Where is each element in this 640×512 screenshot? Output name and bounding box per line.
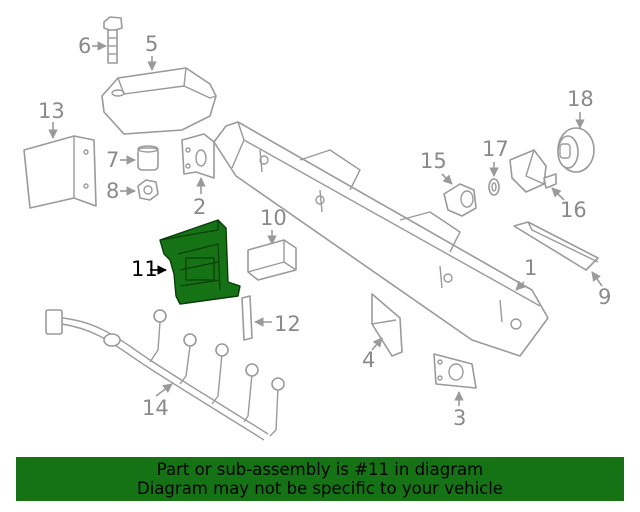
callout-7: 7 xyxy=(106,148,119,172)
part-3-mount xyxy=(433,353,477,389)
callout-10: 10 xyxy=(260,206,287,230)
callout-13: 13 xyxy=(38,99,65,123)
callout-1: 1 xyxy=(524,256,537,280)
part-2-bracket xyxy=(181,133,215,179)
part-13-panel xyxy=(23,135,97,209)
callout-2: 2 xyxy=(193,195,206,219)
callout-8: 8 xyxy=(106,179,119,203)
part-11-bracket-highlighted xyxy=(159,219,241,305)
part-1-bumper-beam xyxy=(213,121,549,357)
callout-6: 6 xyxy=(78,34,91,58)
callout-9: 9 xyxy=(598,285,611,309)
part-10-module xyxy=(247,239,297,281)
callout-15: 15 xyxy=(420,149,447,173)
callout-14: 14 xyxy=(142,396,169,420)
part-8-nut xyxy=(137,179,159,201)
part-7-spacer xyxy=(137,145,159,171)
part-17-washer xyxy=(488,178,500,196)
callout-11: 11 xyxy=(131,257,158,281)
banner-line-2: Diagram may not be specific to your vehi… xyxy=(137,479,503,498)
part-18-grommet xyxy=(557,127,595,173)
banner-line-1: Part or sub-assembly is #11 in diagram xyxy=(156,460,484,479)
callout-5: 5 xyxy=(145,32,158,56)
part-5-step-pad xyxy=(101,67,217,135)
callout-3: 3 xyxy=(453,406,466,430)
part-12-clip xyxy=(241,295,253,341)
part-6-bolt xyxy=(103,16,123,64)
callout-4: 4 xyxy=(362,348,375,372)
callout-17: 17 xyxy=(482,137,509,161)
part-4-shield xyxy=(371,293,403,357)
callout-18: 18 xyxy=(567,87,594,111)
info-banner: Part or sub-assembly is #11 in diagram D… xyxy=(16,457,624,501)
part-16-retainer xyxy=(509,149,557,193)
part-9-strip xyxy=(513,221,599,271)
part-15-cup xyxy=(443,183,477,217)
callout-12: 12 xyxy=(274,312,301,336)
part-14-wiring-harness xyxy=(45,309,285,441)
callout-16: 16 xyxy=(560,198,587,222)
